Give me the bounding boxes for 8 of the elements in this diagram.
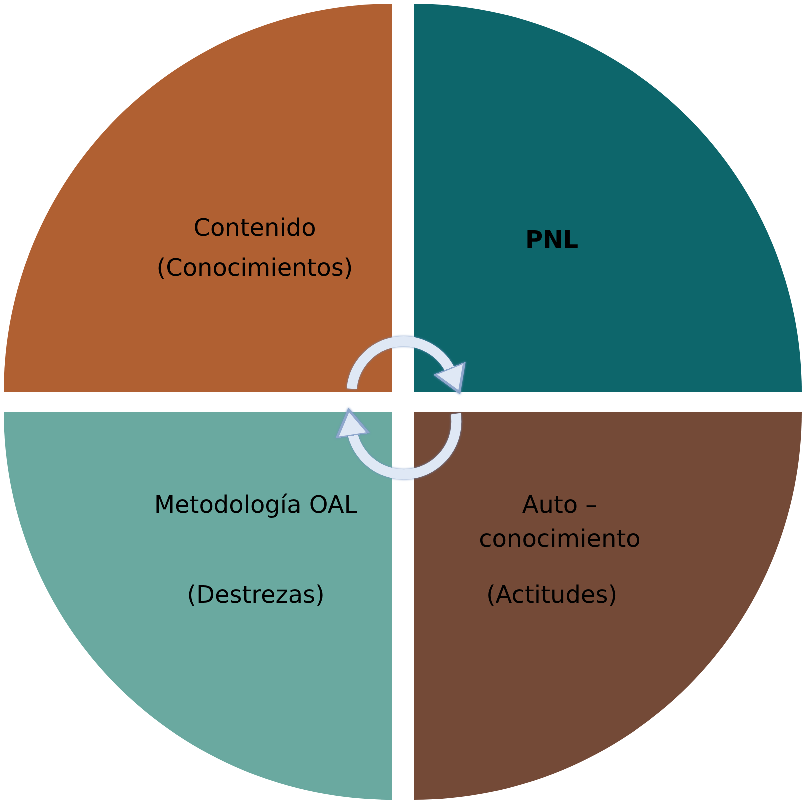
segment-title: Contenido — [192, 213, 318, 244]
segment-subtitle: (Destrezas) — [186, 580, 326, 611]
curved-arrow — [347, 336, 466, 394]
segment-title: PNL — [524, 225, 580, 256]
segment-title: Auto – conocimiento — [478, 490, 642, 555]
segment-subtitle: (Conocimientos) — [156, 253, 354, 284]
segment-title: Metodología OAL — [153, 490, 359, 521]
segment-subtitle: (Actitudes) — [485, 580, 619, 611]
